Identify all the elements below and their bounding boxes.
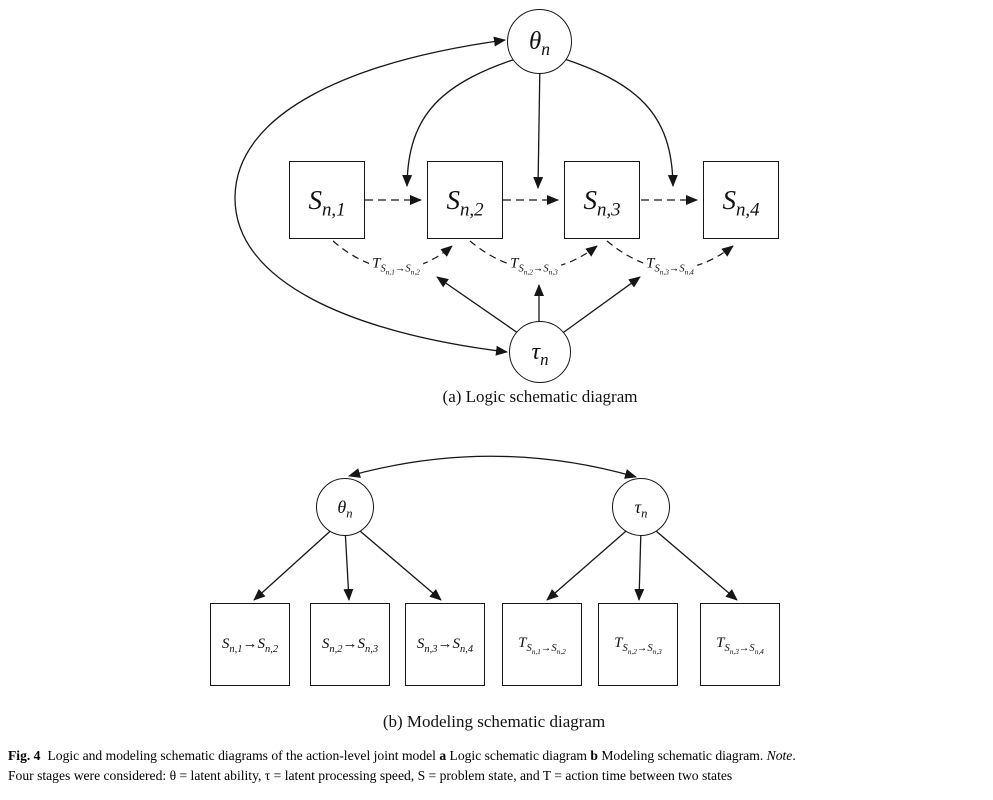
theta-to-transition1-arrow	[402, 54, 529, 187]
state-box-1-label: Sn,1	[308, 184, 346, 220]
tau-to-time3-arrow	[552, 276, 641, 341]
model-box-1-label: Sn,1→Sn,2	[221, 636, 279, 655]
caption-note-text: Four stages were considered: θ = latent …	[8, 767, 733, 783]
caption-b-text: Modeling schematic diagram.	[601, 748, 764, 763]
state-box-3: Sn,3	[564, 161, 640, 239]
theta-to-transition2-arrow	[533, 59, 544, 189]
theta-to-box3-arrow-b	[352, 524, 442, 601]
state-box-1: Sn,1	[289, 161, 365, 239]
panel-a-caption: (a) Logic schematic diagram	[442, 387, 638, 406]
theta-tau-correlation-arc	[234, 36, 508, 356]
model-box-6: TSn,3→Sn,4	[700, 603, 780, 686]
figure-number-label: Fig. 4	[8, 748, 41, 763]
model-box-1: Sn,1→Sn,2	[210, 603, 290, 686]
state-box-4: Sn,4	[703, 161, 779, 239]
action-time-arc-2	[469, 240, 598, 270]
model-box-4: TSn,1→Sn,2	[502, 603, 582, 686]
action-time-arc-1	[332, 240, 453, 270]
model-box-2-label: Sn,2→Sn,3	[321, 636, 379, 655]
latent-speed-node: τn	[509, 321, 571, 383]
latent-speed-label-b: τn	[634, 497, 648, 521]
panel-b-caption: (b) Modeling schematic diagram	[382, 712, 606, 731]
latent-ability-node-b: θn	[316, 478, 374, 536]
caption-a-text: Logic schematic diagram	[449, 748, 587, 763]
action-time-label-2: TSn,2→Sn,3	[507, 255, 561, 276]
tau-to-time1-arrow	[436, 276, 529, 341]
action-time-label-3: TSn,3→Sn,4	[643, 255, 697, 276]
tau-to-box6-arrow-b	[648, 524, 738, 601]
latent-speed-label: τn	[531, 339, 549, 369]
theta-to-box1-arrow-b	[253, 524, 338, 601]
model-box-6-label: TSn,3→Sn,4	[716, 635, 764, 657]
model-box-5: TSn,2→Sn,3	[598, 603, 678, 686]
state-box-4-label: Sn,4	[722, 184, 760, 220]
caption-note-period: .	[792, 748, 796, 763]
model-box-3-label: Sn,3→Sn,4	[416, 636, 474, 655]
action-time-label-1: TSn,1→Sn,2	[369, 255, 423, 276]
latent-ability-label: θn	[528, 28, 551, 59]
model-box-2: Sn,2→Sn,3	[310, 603, 390, 686]
figure-caption: Fig. 4 Logic and modeling schematic diagr…	[8, 746, 988, 785]
theta-tau-correlation-arc-b	[348, 455, 637, 479]
model-box-3: Sn,3→Sn,4	[405, 603, 485, 686]
model-box-4-label: TSn,1→Sn,2	[518, 635, 566, 657]
latent-ability-label-b: θn	[337, 497, 353, 521]
latent-speed-node-b: τn	[612, 478, 670, 536]
state-box-3-label: Sn,3	[583, 184, 621, 220]
caption-b-label: b	[590, 748, 598, 763]
state-box-2-label: Sn,2	[446, 184, 484, 220]
caption-a-label: a	[439, 748, 447, 763]
state-box-2: Sn,2	[427, 161, 503, 239]
caption-note-label: Note	[766, 748, 793, 763]
model-box-5-label: TSn,2→Sn,3	[614, 635, 662, 657]
theta-to-box2-arrow-b	[343, 527, 354, 601]
tau-to-box5-arrow-b	[634, 527, 645, 601]
action-time-arc-3	[606, 240, 734, 270]
theta-to-transition3-arrow	[551, 54, 678, 187]
latent-ability-node: θn	[507, 9, 572, 74]
caption-main-text: Logic and modeling schematic diagrams of…	[47, 748, 436, 763]
tau-to-box4-arrow-b	[546, 524, 634, 601]
